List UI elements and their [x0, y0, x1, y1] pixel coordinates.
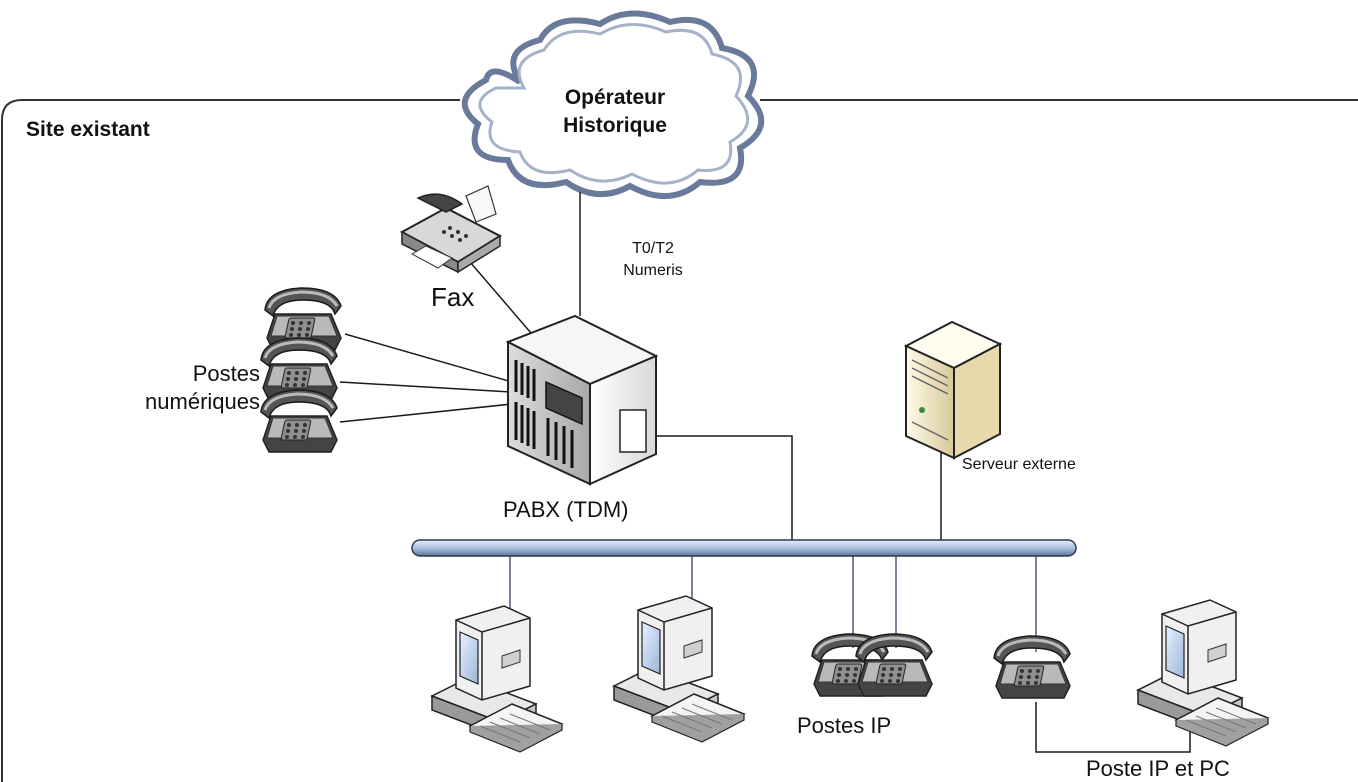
digital-phone-icon [259, 388, 339, 454]
digital-phones-line1: Postes [192, 361, 260, 386]
ip-phone-pc-label: Poste IP et PC [1086, 756, 1230, 781]
ip-phone-icon [854, 632, 934, 698]
pabx-label: PABX (TDM) [503, 497, 629, 522]
cloud-label-line1: Opérateur [564, 86, 666, 109]
computer-icon [1137, 599, 1269, 747]
fax-icon [399, 185, 503, 274]
digital-phones-label: Postes numériques [130, 360, 260, 416]
server-icon [903, 320, 1003, 460]
link-lines [339, 192, 1191, 753]
network-bus [411, 539, 1077, 557]
bus-drops [509, 556, 1037, 652]
server-label: Serveur externe [962, 456, 1076, 473]
computer-icon [431, 605, 563, 753]
fax-label: Fax [431, 282, 475, 312]
trunk-link-line1: T0/T2 [632, 240, 674, 257]
cloud-label: Opérateur Historique [520, 84, 710, 140]
ip-phone-icon [992, 634, 1072, 700]
cloud-icon [461, 10, 765, 200]
trunk-link-label: T0/T2 Numeris [603, 238, 703, 282]
cloud-label-line2: Historique [563, 114, 667, 137]
ip-phones-label: Postes IP [797, 713, 892, 738]
site-title: Site existant [26, 118, 150, 141]
computer-icon [613, 595, 745, 743]
pabx-icon [505, 314, 659, 486]
digital-phones-line2: numériques [145, 389, 260, 414]
trunk-link-line2: Numeris [623, 262, 683, 279]
